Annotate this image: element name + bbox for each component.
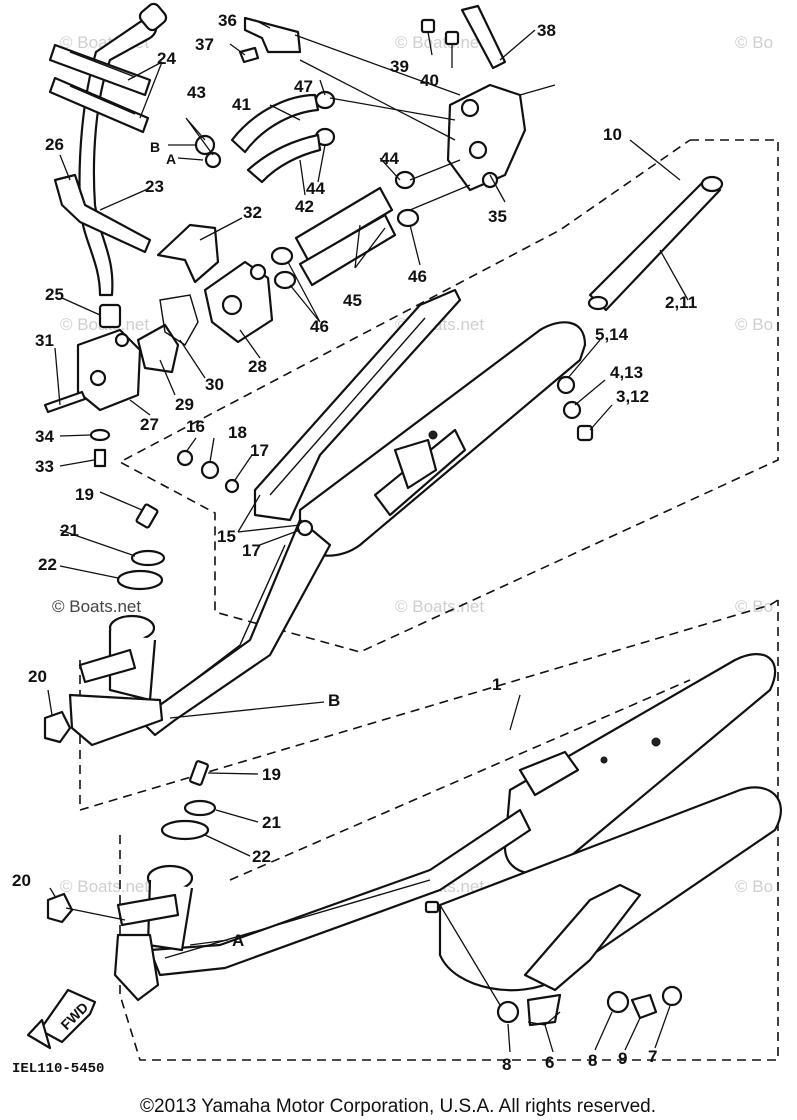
part-label: 3,12 <box>616 387 649 406</box>
part-label: 22 <box>38 555 57 574</box>
part-label: 28 <box>248 357 267 376</box>
part-label: 24 <box>157 49 176 68</box>
leader-lines <box>47 19 689 1053</box>
reference-label-a: A <box>166 151 176 167</box>
diagram-code: IEL110-5450 <box>12 1061 104 1077</box>
part-label: 31 <box>35 331 54 350</box>
part-label: 17 <box>242 541 261 560</box>
watermark: © Bo <box>735 877 773 896</box>
watermark: © Boats.net <box>52 597 141 616</box>
watermark: © Bo <box>735 33 773 52</box>
part-label: 37 <box>195 35 214 54</box>
part-label: 1 <box>492 675 501 694</box>
part-label: 5,14 <box>595 325 629 344</box>
part-label: 7 <box>648 1047 657 1066</box>
part-label: 15 <box>217 527 236 546</box>
part-label: 45 <box>343 291 362 310</box>
part-label: 44 <box>380 149 399 168</box>
watermark: © Boats.net <box>60 877 149 896</box>
part-label: 44 <box>306 179 325 198</box>
part-labels: 36 37 38 39 40 24 43 47 41 26 B A 23 44 … <box>12 11 697 1074</box>
part-label: 36 <box>218 11 237 30</box>
part-label: 19 <box>75 485 94 504</box>
part-label: 26 <box>45 135 64 154</box>
part-label: 39 <box>390 57 409 76</box>
part-label: 41 <box>232 95 251 114</box>
part-label: 2,11 <box>665 293 697 312</box>
part-label: 23 <box>145 177 164 196</box>
part-label: 29 <box>175 395 194 414</box>
part-label: 35 <box>488 207 507 226</box>
part-label: 20 <box>12 871 31 890</box>
part-label: 47 <box>294 77 313 96</box>
part-label: 27 <box>140 415 159 434</box>
copyright-notice: ©2013 Yamaha Motor Corporation, U.S.A. A… <box>140 1096 656 1117</box>
part-label: 30 <box>205 375 224 394</box>
part-label: 17 <box>250 441 269 460</box>
watermark: © Boats.net <box>395 33 484 52</box>
watermark: © Bo <box>735 315 773 334</box>
part-label: 4,13 <box>610 363 643 382</box>
upper-muffler-assembly <box>43 175 724 747</box>
part-label: 34 <box>35 427 54 446</box>
part-label: 10 <box>603 125 622 144</box>
part-label: 33 <box>35 457 54 476</box>
part-label: 32 <box>243 203 262 222</box>
part-label: 40 <box>420 71 439 90</box>
part-label: 19 <box>262 765 281 784</box>
reference-label-b: B <box>328 691 340 710</box>
part-label: 9 <box>618 1049 627 1068</box>
part-label: 43 <box>187 83 206 102</box>
part-label: 46 <box>310 317 329 336</box>
part-label: 20 <box>28 667 47 686</box>
part-label: 25 <box>45 285 64 304</box>
forward-arrow-icon: FWD <box>26 988 97 1050</box>
watermark: © Boats.net <box>395 597 484 616</box>
reference-label-a: A <box>232 931 244 950</box>
part-label: 16 <box>186 417 205 436</box>
part-label: 22 <box>252 847 271 866</box>
part-label: 18 <box>228 423 247 442</box>
part-label: 46 <box>408 267 427 286</box>
reference-label-b: B <box>150 139 160 155</box>
part-label: 8 <box>502 1055 511 1074</box>
part-label: 38 <box>537 21 556 40</box>
part-label: 8 <box>588 1051 597 1070</box>
part-label: 21 <box>262 813 281 832</box>
watermark: © Bo <box>735 597 773 616</box>
air-injection-parts <box>43 2 556 468</box>
part-label: 21 <box>60 521 79 540</box>
lower-muffler-assembly <box>46 653 782 1027</box>
part-label: 42 <box>295 197 314 216</box>
part-label: 6 <box>545 1053 554 1072</box>
